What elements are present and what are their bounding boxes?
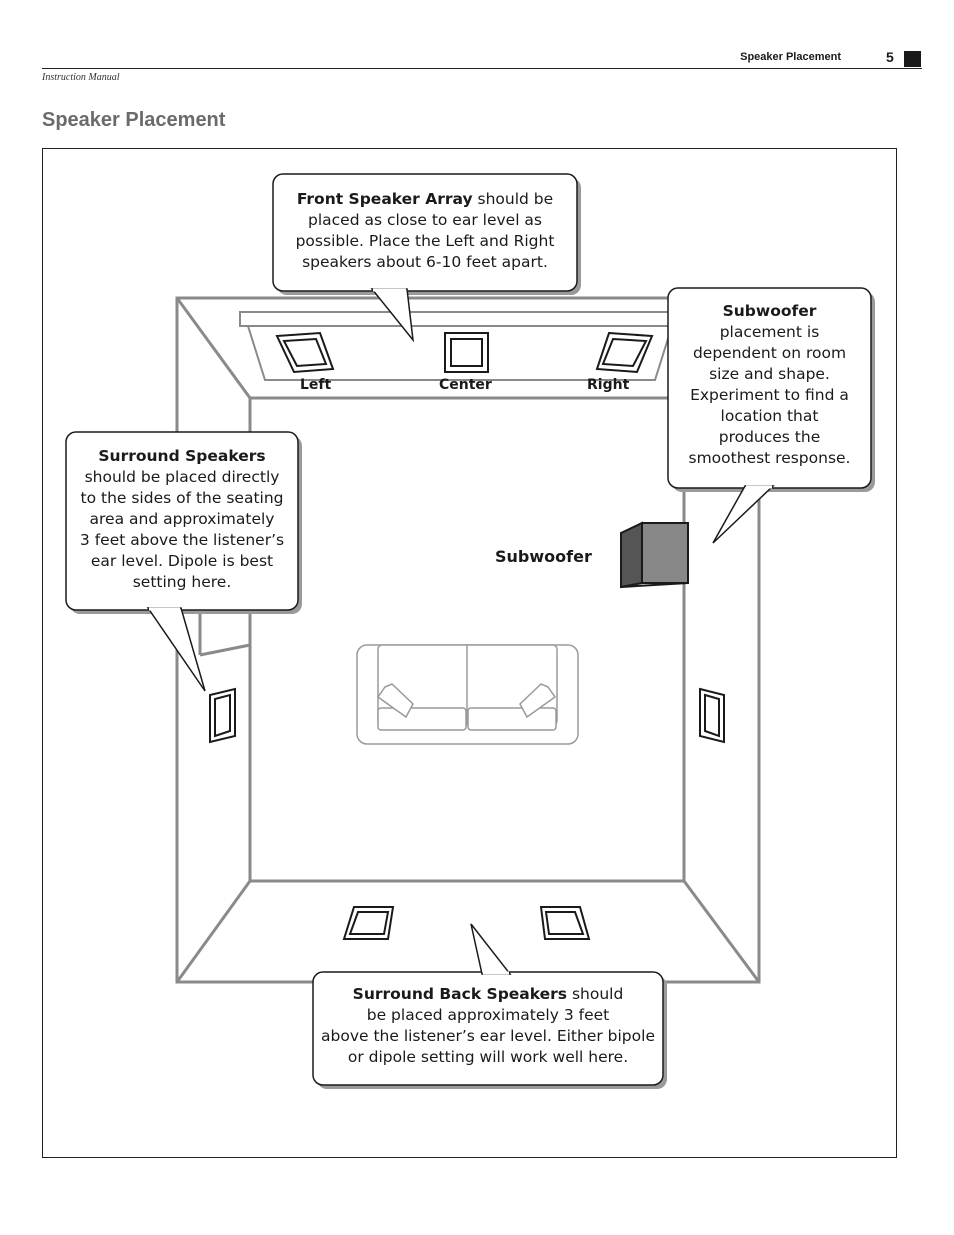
diagram-frame bbox=[42, 148, 897, 1158]
right-speaker-label: Right bbox=[587, 377, 630, 393]
callout-surround-text: Surround Speakers should be placed direc… bbox=[66, 446, 298, 593]
callout-subwoofer-line: location that bbox=[720, 407, 819, 425]
callout-surround-line: area and approximately bbox=[89, 510, 275, 528]
left-speaker-icon bbox=[275, 331, 335, 374]
callout-back-line: should bbox=[567, 985, 624, 1003]
callout-subwoofer-line: smoothest response. bbox=[688, 449, 851, 467]
header-divider bbox=[42, 68, 922, 69]
page-title: Speaker Placement bbox=[42, 109, 226, 131]
subwoofer-label: Subwoofer bbox=[495, 547, 592, 566]
callout-surround-line: to the sides of the seating bbox=[80, 489, 284, 507]
callout-front-line: speakers about 6-10 feet apart. bbox=[302, 253, 548, 271]
callout-back-heading: Surround Back Speakers bbox=[352, 985, 568, 1003]
right-speaker-icon bbox=[595, 331, 654, 374]
callout-front-line: should be bbox=[472, 190, 554, 208]
back-left-speaker-icon bbox=[342, 906, 395, 940]
callout-subwoofer-text: Subwoofer placement is dependent on room… bbox=[668, 301, 871, 469]
header-section-title: Speaker Placement bbox=[740, 51, 841, 63]
callout-subwoofer-line: dependent on room bbox=[692, 344, 847, 362]
callout-surround-bubble bbox=[65, 431, 299, 692]
callout-back-line: or dipole setting will work well here. bbox=[347, 1048, 629, 1066]
sofa-icon bbox=[356, 644, 579, 745]
callout-subwoofer-bubble bbox=[667, 287, 872, 544]
callout-front-line: possible. Place the Left and Right bbox=[295, 232, 555, 250]
left-surround-speaker-icon bbox=[209, 687, 236, 744]
callout-front-line: placed as close to ear level as bbox=[308, 211, 542, 229]
callout-subwoofer-heading: Subwoofer bbox=[722, 302, 817, 320]
callout-subwoofer-line: size and shape. bbox=[709, 365, 830, 383]
subwoofer-icon bbox=[620, 521, 689, 589]
callout-back-text: Surround Back Speakers should be placed … bbox=[313, 984, 663, 1068]
callout-subwoofer-line: placement is bbox=[719, 323, 820, 341]
callout-subwoofer-line: Experiment to find a bbox=[690, 386, 849, 404]
manual-label: Instruction Manual bbox=[42, 72, 120, 83]
callout-front-text: Front Speaker Array should be placed as … bbox=[273, 189, 577, 273]
callout-surround-line: should be placed directly bbox=[84, 468, 280, 486]
callout-subwoofer-line: produces the bbox=[718, 428, 821, 446]
callout-surround-line: ear level. Dipole is best bbox=[90, 552, 274, 570]
right-surround-speaker-icon bbox=[699, 687, 725, 744]
callout-surround-heading: Surround Speakers bbox=[98, 447, 266, 465]
callout-front-heading: Front Speaker Array bbox=[296, 190, 473, 208]
callout-back-line: above the listener’s ear level. Either b… bbox=[321, 1027, 655, 1045]
left-speaker-label: Left bbox=[300, 377, 332, 393]
page-tab-marker bbox=[904, 51, 921, 67]
callout-back-line: be placed approximately 3 feet bbox=[366, 1006, 610, 1024]
callout-back-bubble bbox=[312, 923, 664, 1086]
room-floor bbox=[248, 396, 686, 883]
center-speaker-icon bbox=[444, 332, 489, 373]
callout-surround-line: setting here. bbox=[132, 573, 232, 591]
callout-surround-line: 3 feet above the listener’s bbox=[79, 531, 285, 549]
center-speaker-label: Center bbox=[439, 377, 492, 393]
callout-front-bubble bbox=[272, 173, 578, 343]
page-number: 5 bbox=[886, 49, 894, 65]
back-right-speaker-icon bbox=[539, 906, 591, 940]
